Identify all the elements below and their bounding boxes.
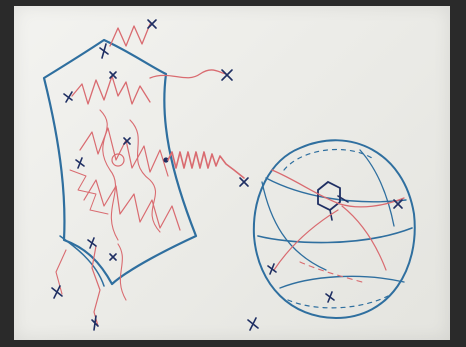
cross-marker (148, 20, 156, 28)
cross-marker (248, 318, 258, 330)
sphere (254, 140, 415, 318)
cross-marker (100, 44, 108, 58)
cross-marker (88, 238, 96, 248)
cross-marker (64, 92, 72, 102)
cross-marker (240, 178, 248, 186)
membrane-sheet (44, 40, 196, 286)
cross-marker (110, 254, 116, 260)
cross-marker (222, 70, 232, 80)
random-walk-paths (56, 24, 226, 326)
cross-marker (76, 158, 84, 168)
cross-markers (52, 20, 402, 330)
cross-marker (326, 292, 334, 302)
